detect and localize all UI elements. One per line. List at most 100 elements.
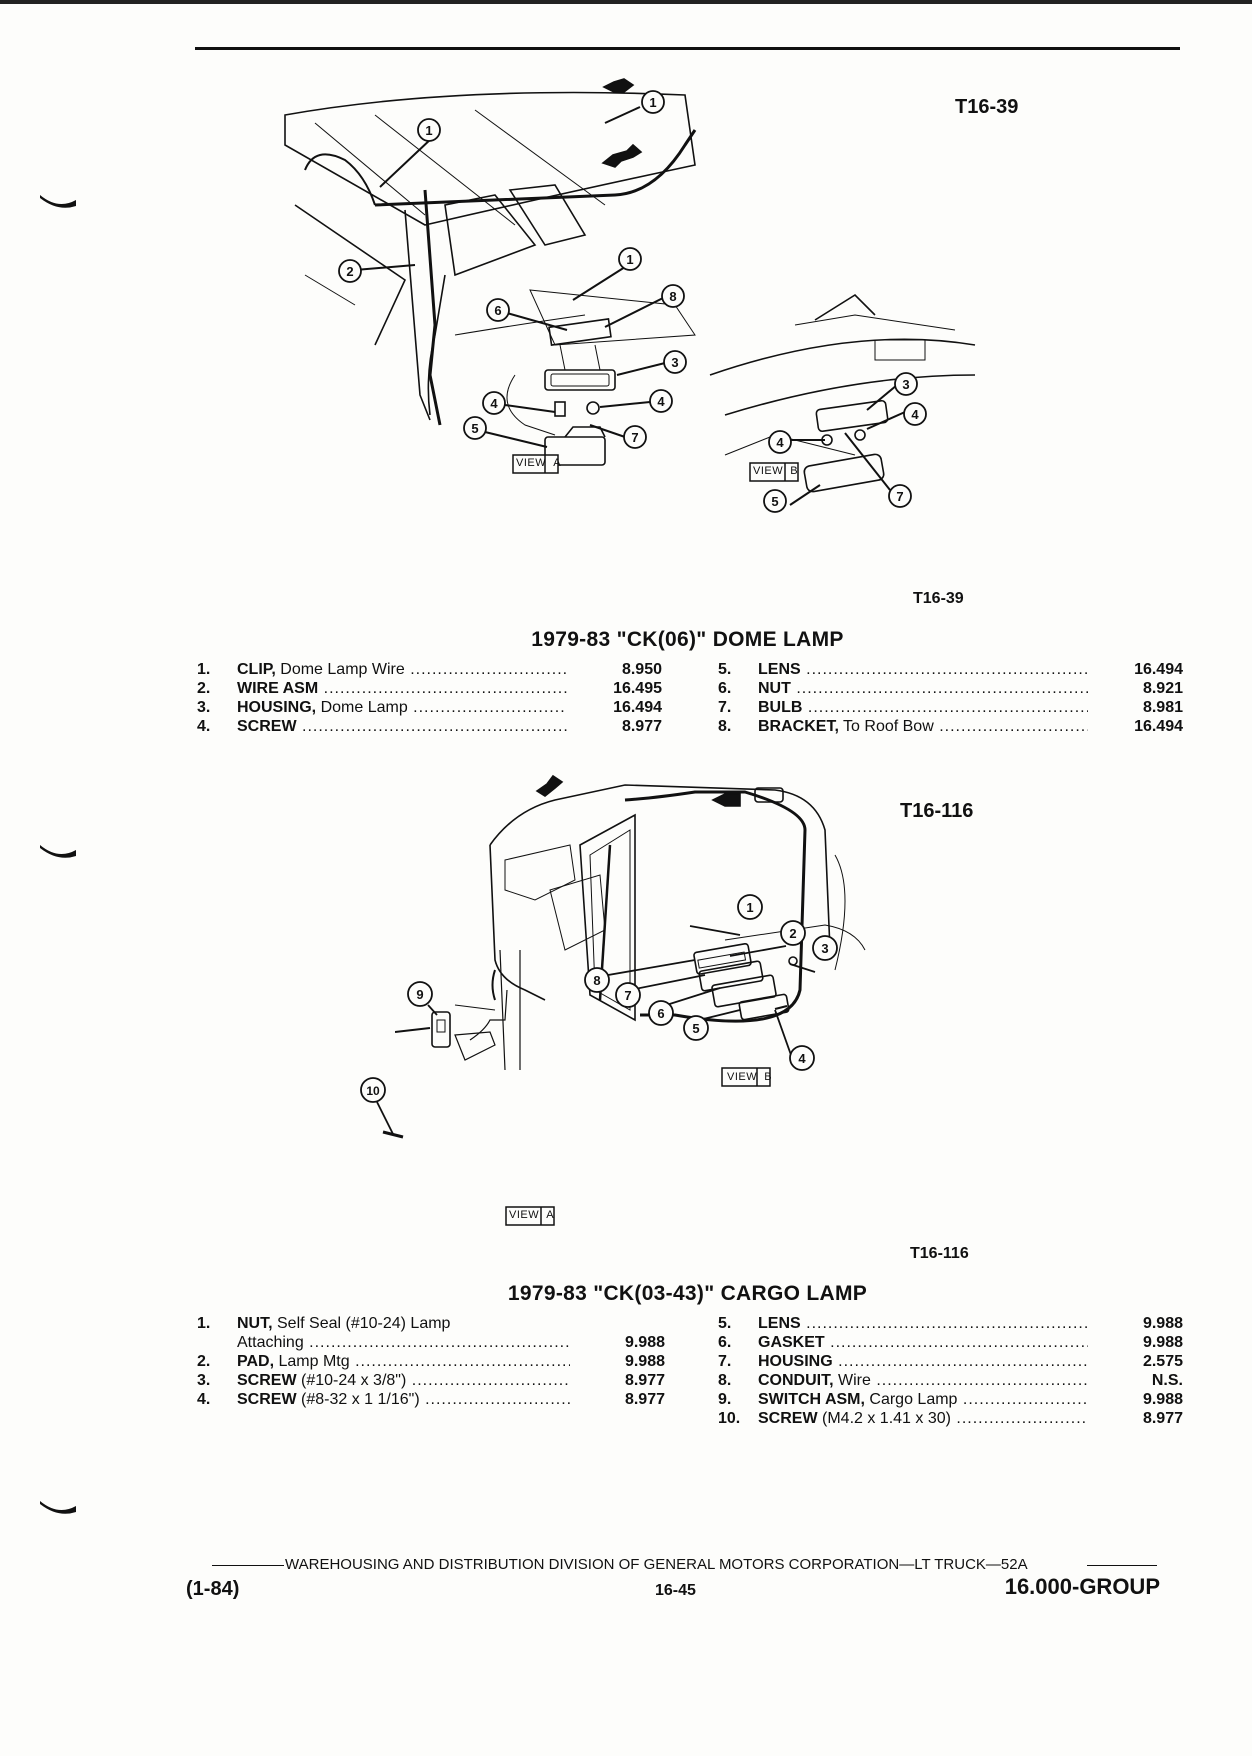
svg-text:10: 10 <box>366 1084 380 1098</box>
part-name: HOUSING, <box>237 699 317 716</box>
part-row: Attaching9.988 <box>197 1333 665 1352</box>
svg-text:9: 9 <box>416 987 423 1002</box>
part-name: PAD, <box>237 1353 275 1370</box>
view-a-tag: VIEW A <box>509 1209 555 1221</box>
part-name: HOUSING <box>758 1353 833 1370</box>
svg-text:1: 1 <box>746 900 753 915</box>
part-name: LENS <box>758 1315 801 1332</box>
part-name: BRACKET, <box>758 718 839 735</box>
svg-text:5: 5 <box>692 1021 699 1036</box>
figure-code: T16-116 <box>900 800 974 822</box>
parts-list-cargo-left: 1.NUT, Self Seal (#10-24) Lamp Attaching… <box>197 1314 665 1409</box>
svg-text:7: 7 <box>624 988 631 1003</box>
part-number: 5. <box>718 1315 732 1332</box>
part-row: 2.WIRE ASM16.495 <box>197 679 662 698</box>
header-rule <box>195 47 1180 50</box>
part-name: NUT <box>758 680 791 697</box>
part-group: 16.494 <box>1134 718 1183 735</box>
part-group: 8.977 <box>624 1372 665 1389</box>
section-title-dome-lamp: 1979-83 "CK(06)" DOME LAMP <box>531 628 844 651</box>
part-desc: Wire <box>833 1372 871 1389</box>
parts-list-dome-left: 1.CLIP, Dome Lamp Wire8.950 2.WIRE ASM16… <box>197 660 662 736</box>
section-title-cargo-lamp: 1979-83 "CK(03-43)" CARGO LAMP <box>507 1282 868 1305</box>
svg-text:5: 5 <box>471 421 478 436</box>
part-row: 1.CLIP, Dome Lamp Wire8.950 <box>197 660 662 679</box>
part-number: 6. <box>718 1334 732 1351</box>
part-number: 8. <box>718 718 732 735</box>
part-number: 1. <box>197 1315 211 1332</box>
part-name: NUT, <box>237 1315 273 1332</box>
part-name: SCREW <box>237 1372 297 1389</box>
part-group: 9.988 <box>1142 1334 1183 1351</box>
view-b-tag: VIEW B <box>753 465 799 477</box>
svg-text:4: 4 <box>490 396 498 411</box>
part-number: 7. <box>718 699 732 716</box>
part-row: 9. SWITCH ASM, Cargo Lamp 9.988 <box>718 1390 1183 1409</box>
svg-text:5: 5 <box>771 494 778 509</box>
part-group: 8.921 <box>1142 680 1183 697</box>
part-name: SCREW <box>237 718 297 735</box>
svg-text:8: 8 <box>669 289 676 304</box>
svg-text:7: 7 <box>631 430 638 445</box>
svg-text:4: 4 <box>911 407 919 422</box>
part-name: SCREW <box>758 1410 818 1427</box>
callout-10: 10 <box>360 1077 404 1139</box>
page-top-edge <box>0 0 1252 4</box>
part-group: 9.988 <box>624 1334 665 1351</box>
part-number: 4. <box>197 1391 211 1408</box>
part-number: 9. <box>718 1391 732 1408</box>
svg-text:1: 1 <box>626 252 633 267</box>
part-group: 8.977 <box>621 718 662 735</box>
part-desc: To Roof Bow <box>838 718 934 735</box>
part-row: 4.SCREW (#8-32 x 1 1/16")8.977 <box>197 1390 665 1409</box>
part-name: BULB <box>758 699 803 716</box>
footer-date: (1-84) <box>186 1578 240 1600</box>
part-desc: Dome Lamp Wire <box>275 661 405 678</box>
part-number: 4. <box>197 718 211 735</box>
svg-text:3: 3 <box>902 377 909 392</box>
footer-rule-right <box>1087 1565 1157 1566</box>
view-a-tag-box <box>505 1206 555 1226</box>
part-name: WIRE ASM <box>237 680 319 697</box>
figure-code-bottom: T16-116 <box>910 1245 969 1262</box>
part-desc: (#10-24 x 3/8") <box>296 1372 407 1389</box>
svg-text:7: 7 <box>896 489 903 504</box>
part-group: 8.977 <box>1142 1410 1183 1427</box>
part-row: 6.GASKET9.988 <box>718 1333 1183 1352</box>
part-row: 6.NUT8.921 <box>718 679 1183 698</box>
svg-text:8: 8 <box>593 973 600 988</box>
part-desc: (M4.2 x 1.41 x 30) <box>817 1410 951 1427</box>
part-number: 5. <box>718 661 732 678</box>
part-group: 8.981 <box>1142 699 1183 716</box>
part-group: N.S. <box>1151 1372 1183 1389</box>
part-row: 3.SCREW (#10-24 x 3/8")8.977 <box>197 1371 665 1390</box>
part-group <box>570 1314 665 1333</box>
svg-text:1: 1 <box>425 123 432 138</box>
binding-hole-mark <box>40 845 76 858</box>
view-a-tag: VIEW A <box>516 457 562 469</box>
part-number: 1. <box>197 661 211 678</box>
part-row: 7.HOUSING2.575 <box>718 1352 1183 1371</box>
svg-text:4: 4 <box>657 394 665 409</box>
part-group: 9.988 <box>624 1353 665 1370</box>
svg-text:6: 6 <box>494 303 501 318</box>
footer-rule-left <box>212 1565 284 1566</box>
part-group: 9.988 <box>1142 1315 1183 1332</box>
part-number <box>197 1333 237 1352</box>
footer-group: 16.000-GROUP <box>1004 1574 1160 1599</box>
part-desc: Cargo Lamp <box>864 1391 958 1408</box>
part-group: 9.988 <box>1142 1391 1183 1408</box>
part-name: SWITCH ASM, <box>758 1391 865 1408</box>
binding-hole-mark <box>40 195 76 208</box>
part-name: CONDUIT, <box>758 1372 834 1389</box>
part-number: 8. <box>718 1372 732 1389</box>
part-name: LENS <box>758 661 801 678</box>
part-group: 2.575 <box>1142 1353 1183 1370</box>
part-group: 16.494 <box>613 699 662 716</box>
part-row: 10.SCREW (M4.2 x 1.41 x 30)8.977 <box>718 1409 1183 1428</box>
figure-code: T16-39 <box>955 96 1019 118</box>
part-group: 8.977 <box>624 1391 665 1408</box>
svg-text:4: 4 <box>798 1051 806 1066</box>
part-desc: (#8-32 x 1 1/16") <box>296 1391 420 1408</box>
